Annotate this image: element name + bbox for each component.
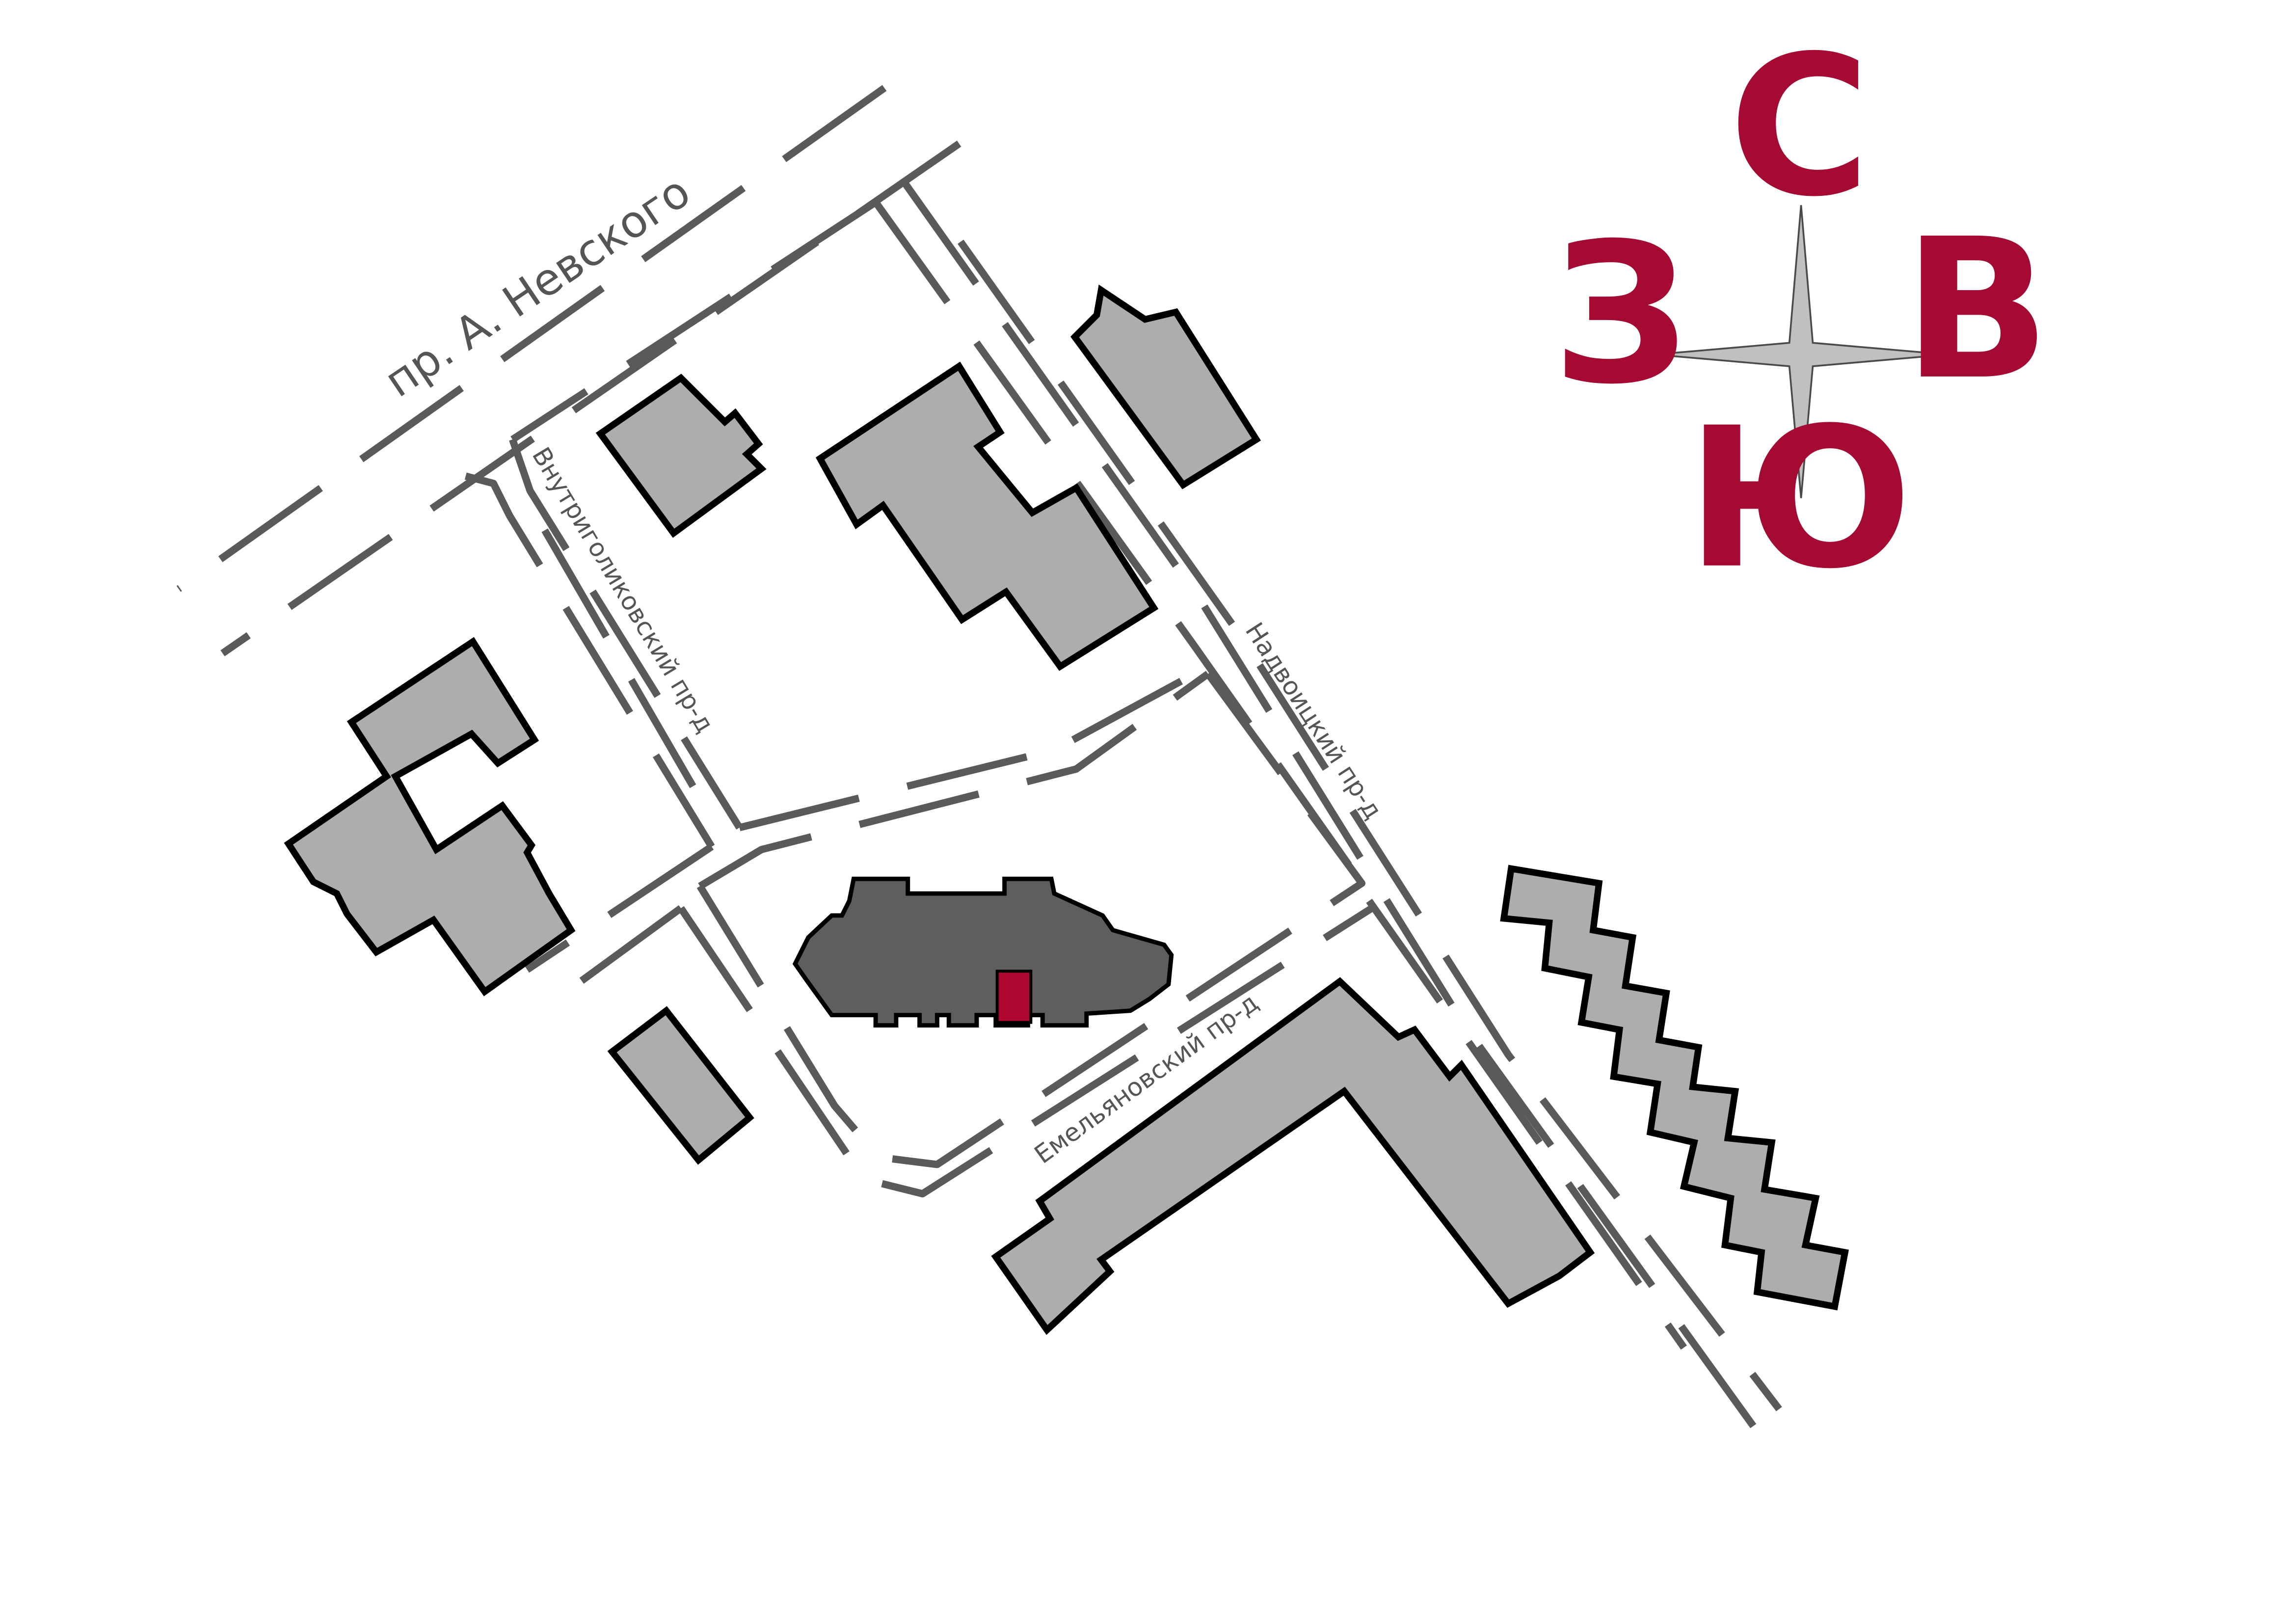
road-nadvoitsky-inner	[902, 181, 1763, 1438]
compass-north-label: С	[1729, 14, 1870, 239]
building-east-stepped	[1500, 865, 1849, 1311]
compass-east-label: В	[1903, 197, 2051, 422]
compass-west-label: З	[1552, 201, 1690, 427]
road-nadvoitsky-west	[873, 200, 1365, 886]
building-south-long	[991, 977, 1595, 1335]
street-label-nevsky: пр. А. Невского	[376, 166, 699, 407]
target-building-outline	[792, 876, 1174, 1028]
road-nevsky-edge-inner	[510, 199, 878, 443]
target-building	[792, 876, 1174, 1028]
road-nadvoitsky-far	[1366, 898, 1687, 1350]
road-internal-link	[525, 843, 714, 973]
road-internal-south	[698, 671, 1210, 890]
road-nevsky-edge-south	[220, 140, 961, 656]
building-northeast	[1070, 284, 1261, 489]
building-southwest-small	[607, 1006, 754, 1165]
street-label-nadvoitsky: Надвоицкий пр-д	[1240, 617, 1388, 824]
building-north-large	[815, 361, 1159, 671]
selected-section-highlight	[995, 970, 1033, 1024]
neighbor-buildings	[284, 284, 1849, 1335]
road-internal-loop-east	[696, 672, 1366, 1168]
compass-star-icon	[1655, 205, 1948, 498]
road-network	[176, 85, 1782, 1438]
building-west	[284, 637, 576, 997]
road-nevsky-edge-north	[176, 85, 887, 592]
road-internal-link-2	[542, 905, 683, 1011]
compass-south-label: Ю	[1686, 386, 1913, 611]
road-internal-loop-west	[678, 902, 1379, 1198]
road-vnutrigolikovsky-east	[509, 438, 743, 830]
building-north-small	[595, 374, 767, 538]
road-vnutrigolikovsky-mid	[541, 528, 703, 800]
road-vnutrigolikovsky-west	[464, 472, 715, 849]
road-internal-north	[738, 663, 1210, 832]
road-nadvoitsky-east	[958, 240, 1782, 1411]
compass-rose: С В Ю З	[1552, 14, 2051, 611]
